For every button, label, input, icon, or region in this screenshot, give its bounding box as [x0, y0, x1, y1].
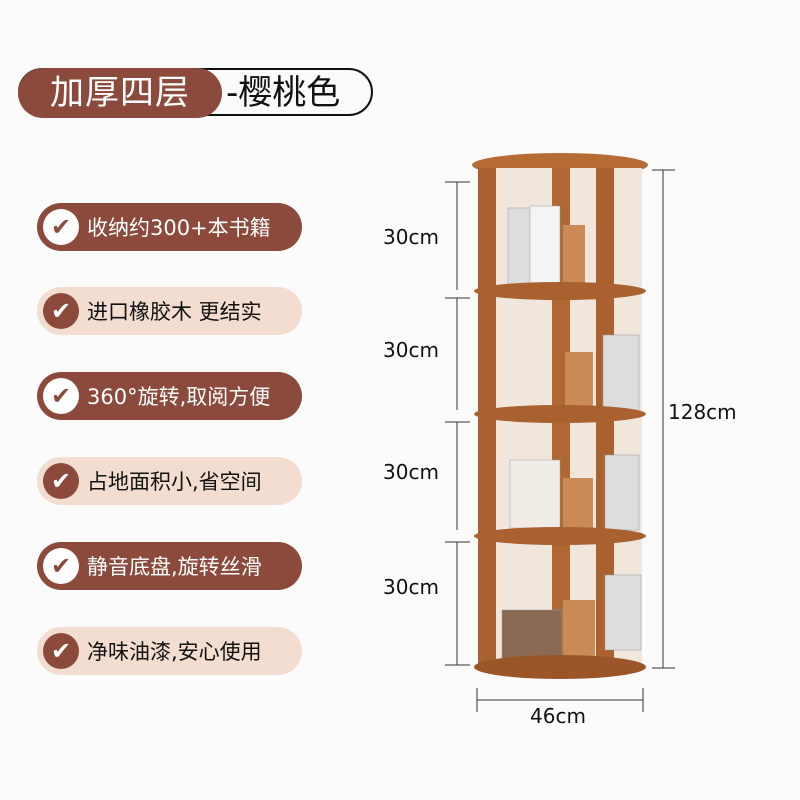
total-height-label: 128cm: [668, 400, 737, 424]
feature-pill: ✔ 净味油漆,安心使用: [37, 627, 302, 675]
feature-pill: ✔ 静音底盘,旋转丝滑: [37, 542, 302, 590]
bookshelf: [472, 153, 648, 679]
feature-pill: ✔ 收纳约300+本书籍: [37, 203, 302, 251]
feature-pill: ✔ 进口橡胶木 更结实: [37, 287, 302, 335]
tier-height-label: 30cm: [383, 460, 439, 484]
width-label: 46cm: [530, 704, 586, 728]
feature-label: 净味油漆,安心使用: [87, 640, 262, 664]
check-icon: ✔: [43, 378, 79, 414]
check-icon: ✔: [43, 548, 79, 584]
check-icon: ✔: [43, 463, 79, 499]
feature-label: 360°旋转,取阅方便: [87, 385, 271, 409]
check-icon: ✔: [43, 633, 79, 669]
tier-height-label: 30cm: [383, 338, 439, 362]
feature-pill: ✔ 360°旋转,取阅方便: [37, 372, 302, 420]
check-icon: ✔: [43, 293, 79, 329]
title-main: 加厚四层: [18, 68, 222, 118]
tier-height-label: 30cm: [383, 575, 439, 599]
feature-label: 占地面积小,省空间: [87, 470, 262, 494]
feature-label: 收纳约300+本书籍: [87, 216, 271, 240]
feature-label: 进口橡胶木 更结实: [87, 300, 262, 324]
tier-height-label: 30cm: [383, 225, 439, 249]
title-color: -樱桃色: [226, 73, 341, 113]
check-icon: ✔: [43, 209, 79, 245]
dimension-lines: [445, 169, 675, 712]
feature-pill: ✔ 占地面积小,省空间: [37, 457, 302, 505]
feature-label: 静音底盘,旋转丝滑: [87, 555, 262, 579]
